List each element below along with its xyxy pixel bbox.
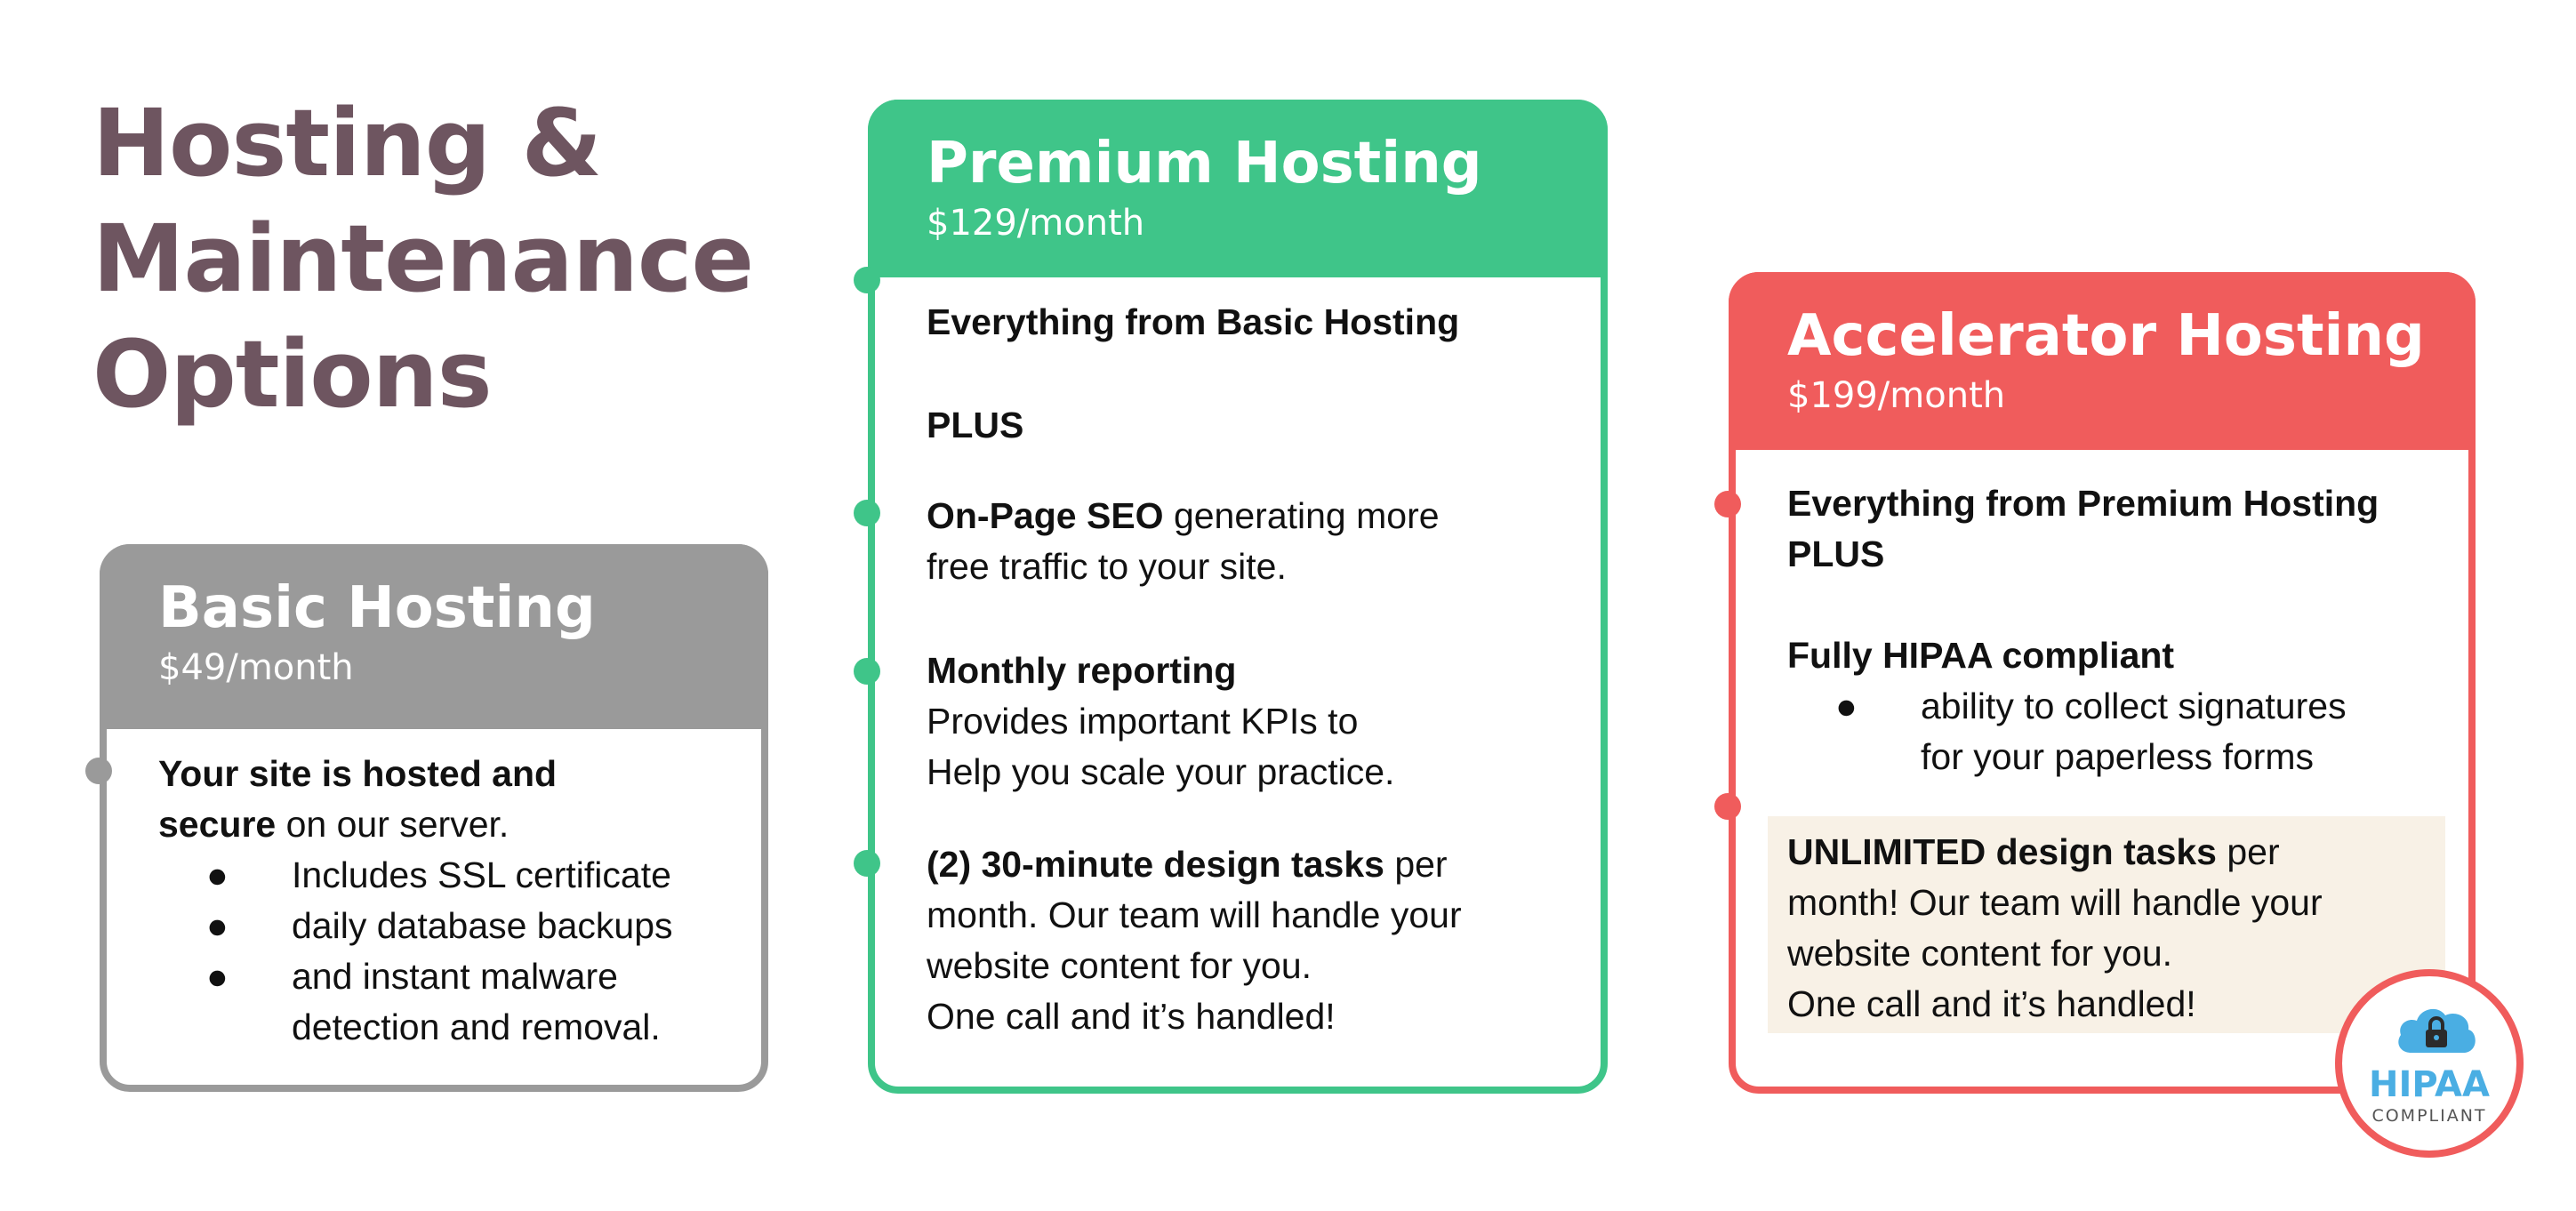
premium-hosting-name: Premium Hosting: [927, 131, 1482, 196]
timeline-dot: [854, 850, 880, 877]
timeline-dot: [854, 500, 880, 526]
premium-everything: Everything from Basic Hosting: [927, 301, 1460, 342]
page-title: Hosting & Maintenance Options: [92, 85, 804, 432]
timeline-dot: [1714, 793, 1741, 820]
premium-reporting-line-3: Help you scale your practice.: [927, 751, 1395, 792]
accelerator-hosting-card: Accelerator Hosting $199/month Everythin…: [1714, 272, 2476, 1094]
badge-label: HIPAA: [2369, 1064, 2490, 1105]
title-line-2: Maintenance: [92, 205, 754, 313]
premium-reporting-line-2: Provides important KPIs to: [927, 701, 1359, 742]
accelerator-unlimited-line-2: month! Our team will handle your: [1787, 882, 2323, 923]
accelerator-hosting-name: Accelerator Hosting: [1787, 303, 2425, 369]
premium-plus: PLUS: [927, 405, 1024, 445]
premium-design-line-2: month. Our team will handle your: [927, 894, 1462, 935]
premium-seo-line-2: free traffic to your site.: [927, 546, 1287, 587]
title-line-3: Options: [92, 320, 493, 429]
accelerator-hosting-header: Accelerator Hosting $199/month: [1729, 272, 2476, 450]
premium-hosting-card: Premium Hosting $129/month Everything fr…: [854, 100, 1608, 1094]
premium-hosting-header: Premium Hosting $129/month: [868, 100, 1608, 277]
accelerator-unlimited-line-4: One call and it’s handled!: [1787, 983, 2196, 1024]
accelerator-plus: PLUS: [1787, 533, 1885, 574]
cloud-lock-icon: [2398, 1008, 2476, 1053]
hipaa-compliant-badge: HIPAA COMPLIANT: [2335, 969, 2524, 1158]
basic-hosting-name: Basic Hosting: [158, 575, 596, 641]
premium-design-line-4: One call and it’s handled!: [927, 996, 1336, 1037]
title-line-1: Hosting &: [92, 89, 602, 197]
basic-hosting-price: $49/month: [158, 647, 354, 688]
accelerator-hosting-price: $199/month: [1787, 375, 2006, 416]
unlimited-highlight-box: [1768, 816, 2445, 1033]
badge-sublabel: COMPLIANT: [2371, 1106, 2487, 1126]
premium-design-line-3: website content for you.: [927, 945, 1312, 986]
timeline-dot: [854, 658, 880, 685]
premium-seo: On-Page SEO generating more: [927, 495, 1440, 536]
premium-hosting-price: $129/month: [927, 203, 1145, 244]
accelerator-hipaa: Fully HIPAA compliant: [1787, 635, 2175, 676]
timeline-dot: [854, 267, 880, 293]
timeline-dot: [85, 758, 112, 784]
basic-line-2: secure on our server.: [158, 804, 510, 845]
timeline-dot: [1714, 491, 1741, 517]
premium-reporting: Monthly reporting: [927, 650, 1237, 691]
accelerator-everything: Everything from Premium Hosting: [1787, 483, 2379, 524]
basic-hosting-card: Basic Hosting $49/month Your site is hos…: [85, 544, 768, 1092]
premium-design: (2) 30-minute design tasks per: [927, 844, 1448, 885]
accelerator-unlimited: UNLIMITED design tasks per: [1787, 831, 2280, 872]
basic-line-1: Your site is hosted and: [158, 753, 558, 794]
basic-hosting-header: Basic Hosting $49/month: [100, 544, 768, 729]
accelerator-unlimited-line-3: website content for you.: [1787, 933, 2173, 974]
